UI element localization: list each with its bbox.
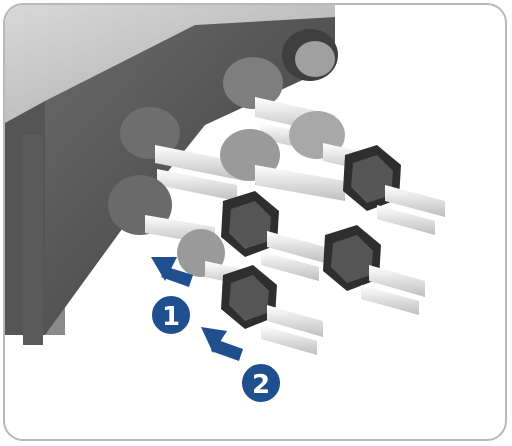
arrow-right-icon bbox=[201, 327, 243, 361]
connector-installation-illustration: 1 2 bbox=[5, 5, 507, 441]
socket-top-right bbox=[282, 29, 338, 81]
step-number-badge: 2 bbox=[241, 363, 281, 403]
hex-nut-step-2 bbox=[221, 265, 323, 355]
step-number-badge: 1 bbox=[151, 295, 191, 335]
step-2-label: 2 bbox=[252, 370, 270, 400]
diagram-frame: 1 2 bbox=[3, 3, 507, 441]
step-1-label: 1 bbox=[162, 302, 180, 332]
hex-nut-right-top bbox=[343, 145, 445, 235]
hex-nut-center bbox=[221, 191, 325, 281]
hex-nut-right-bottom bbox=[323, 225, 425, 315]
